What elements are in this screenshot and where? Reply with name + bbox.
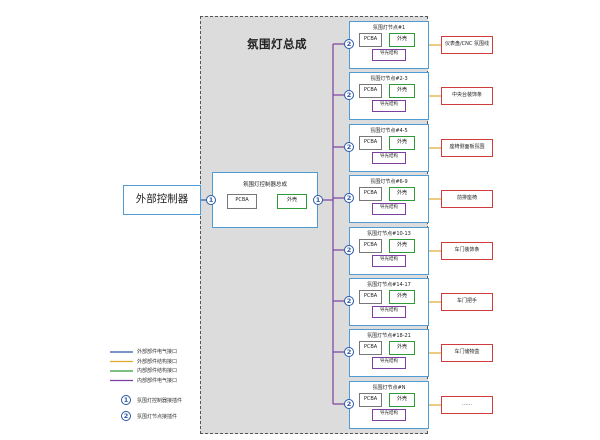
connector-badge: 2 (344, 245, 354, 255)
connector-badge: 2 (344, 399, 354, 409)
legend-badge: 1 (121, 395, 131, 405)
node-pcba: PCBA (359, 290, 382, 304)
connector-badge: 2 (344, 90, 354, 100)
node-pcba: PCBA (359, 84, 382, 98)
node-light-guide: 导光结构 (372, 255, 406, 267)
legend-line-label: 内部部件结构接口 (137, 368, 178, 374)
node-shell: 外壳 (389, 393, 415, 407)
legend-badge: 2 (121, 411, 131, 421)
main-controller-title: 氛围灯控制器总成 (242, 182, 287, 188)
connector-badge: 2 (344, 193, 354, 203)
node-box[interactable]: 氛围灯节点#1 PCBA 外壳 导光结构 (349, 21, 429, 69)
connector-badge: 2 (344, 347, 354, 357)
install-location: 座椅侧面板氛围 (441, 139, 493, 157)
node-box[interactable]: 氛围灯节点#2-3 PCBA 外壳 导光结构 (349, 72, 429, 120)
node-pcba: PCBA (359, 187, 382, 201)
node-title: 氛围灯节点#10-13 (367, 231, 411, 237)
connector-badge: 1 (206, 195, 216, 205)
legend-badge-label: 氛围灯控制器接插件 (137, 398, 183, 404)
node-pcba: PCBA (359, 341, 382, 355)
node-title: 氛围灯节点#6-9 (370, 179, 408, 185)
node-box[interactable]: 氛围灯节点#6-9 PCBA 外壳 导光结构 (349, 175, 429, 223)
node-title: 氛围灯节点#18-21 (367, 333, 411, 339)
node-title: 氛围灯节点#1 (372, 25, 406, 31)
external-controller[interactable]: 外部控制器 (123, 185, 201, 215)
install-location: 车门储物盒 (441, 344, 493, 362)
connector-badge: 2 (344, 296, 354, 306)
legend-line-label: 内部部件电气接口 (137, 377, 178, 384)
install-location: 仪表盘/CNC 氛围线 (441, 36, 493, 54)
install-location: 车门把手 (441, 293, 493, 311)
node-shell: 外壳 (389, 136, 415, 150)
node-title: 氛围灯节点#4-5 (370, 128, 408, 134)
node-light-guide: 导光结构 (372, 357, 406, 369)
install-location: 前排座椅 (441, 190, 493, 208)
main-controller[interactable]: 氛围灯控制器总成 PCBA 外壳 (212, 172, 318, 228)
main-controller-shell: 外壳 (277, 194, 307, 209)
node-pcba: PCBA (359, 393, 382, 407)
node-light-guide: 导光结构 (372, 100, 406, 112)
node-box[interactable]: 氛围灯节点#10-13 PCBA 外壳 导光结构 (349, 227, 429, 275)
install-location: …… (441, 396, 493, 414)
node-box[interactable]: 氛围灯节点#N PCBA 外壳 导光结构 (349, 381, 429, 429)
node-light-guide: 导光结构 (372, 203, 406, 215)
node-box[interactable]: 氛围灯节点#14-17 PCBA 外壳 导光结构 (349, 278, 429, 326)
node-light-guide: 导光结构 (372, 152, 406, 164)
connector-badge: 1 (313, 195, 323, 205)
node-light-guide: 导光结构 (372, 49, 406, 61)
node-shell: 外壳 (389, 239, 415, 253)
node-box[interactable]: 氛围灯节点#4-5 PCBA 外壳 导光结构 (349, 124, 429, 172)
node-shell: 外壳 (389, 341, 415, 355)
node-shell: 外壳 (389, 187, 415, 201)
connector-badge: 2 (344, 39, 354, 49)
install-location: 车门装饰条 (441, 242, 493, 260)
node-light-guide: 导光结构 (372, 409, 406, 421)
legend-line-label: 外部部件电气接口 (137, 349, 178, 355)
node-pcba: PCBA (359, 239, 382, 253)
node-shell: 外壳 (389, 33, 415, 47)
node-pcba: PCBA (359, 136, 382, 150)
node-title: 氛围灯节点#2-3 (370, 76, 408, 82)
node-title: 氛围灯节点#N (372, 385, 406, 391)
legend-line-label: 外部部件结构接口 (137, 358, 178, 365)
node-title: 氛围灯节点#14-17 (367, 282, 411, 288)
assembly-title: 氛围灯总成 (247, 37, 307, 51)
main-controller-pcba: PCBA (227, 194, 257, 209)
install-location: 中央台装饰条 (441, 87, 493, 105)
node-pcba: PCBA (359, 33, 382, 47)
legend-badge-label: 氛围灯节点接插件 (137, 414, 178, 420)
node-box[interactable]: 氛围灯节点#18-21 PCBA 外壳 导光结构 (349, 329, 429, 377)
node-light-guide: 导光结构 (372, 306, 406, 318)
node-shell: 外壳 (389, 84, 415, 98)
connector-badge: 2 (344, 142, 354, 152)
node-shell: 外壳 (389, 290, 415, 304)
